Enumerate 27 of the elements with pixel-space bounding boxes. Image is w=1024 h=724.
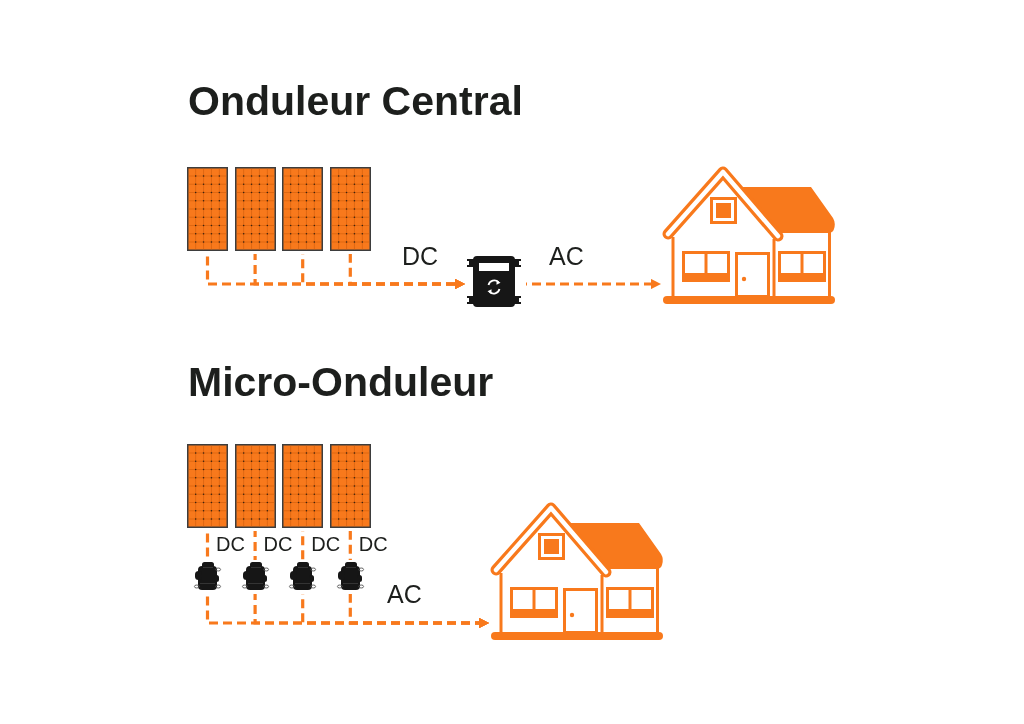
connector-line [348,531,352,560]
solar-panel-icon [282,444,324,528]
edge-label: DC [216,534,245,554]
arrow [348,254,466,290]
solar-panel-icon [234,444,276,528]
arrow [526,278,662,290]
edge-label: DC [263,534,293,554]
house-icon [663,167,835,304]
solar-panel-icon [187,167,228,251]
micro-inverter-icon [289,562,317,591]
inverter-icon [467,256,521,307]
edge-label: DC [311,534,341,554]
section-heading: Onduleur Central [188,81,523,122]
section-heading: Micro-Onduleur [188,362,494,403]
solar-panel-icon [329,167,371,251]
connector-line [253,531,257,560]
micro-inverter-icon [241,562,269,591]
connector-line [205,531,210,560]
solar-panel-icon [282,167,324,251]
edge-label: DC [358,534,388,554]
solar-panel-icon [329,444,371,528]
solar-panel-icon [187,444,228,528]
arrow [348,594,490,629]
micro-inverter-icon [336,562,364,591]
house-icon [491,503,663,640]
solar-panel-icon [234,167,276,251]
micro-inverter-icon [194,562,221,591]
